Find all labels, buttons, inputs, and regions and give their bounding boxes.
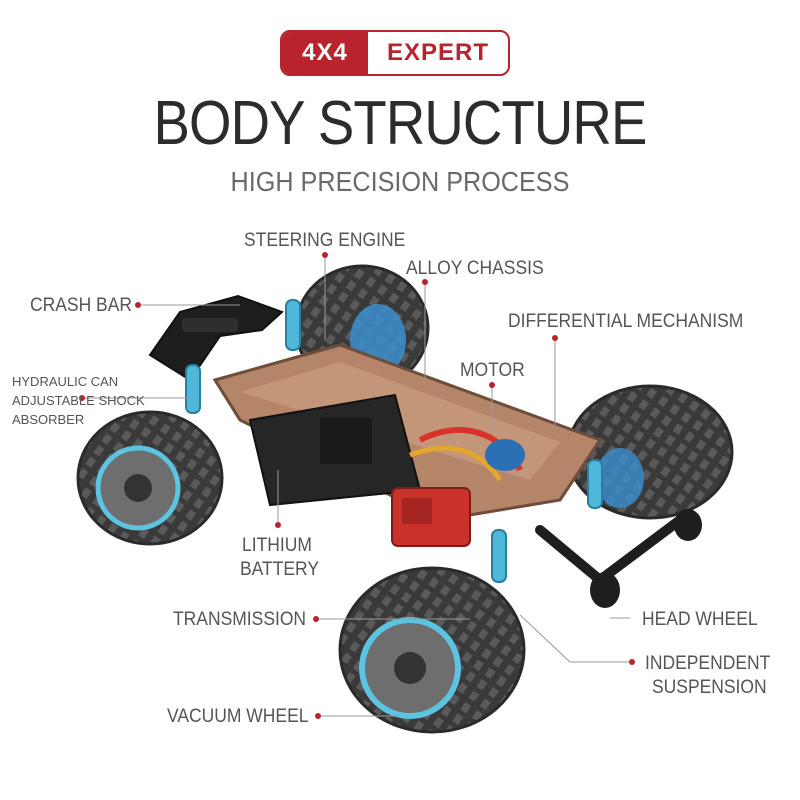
label-steering-engine: STEERING ENGINE <box>244 230 406 251</box>
motor-shape <box>409 427 525 482</box>
badge-expert: EXPERT <box>386 39 490 66</box>
label-crash-bar: CRASH BAR <box>30 295 132 316</box>
page-title: BODY STRUCTURE <box>153 89 648 158</box>
front-right-wheel <box>338 566 526 734</box>
esc-shape <box>391 487 471 547</box>
label-head-wheel: HEAD WHEEL <box>642 609 758 630</box>
badge-4x4: 4X4 <box>282 32 368 74</box>
front-left-wheel <box>76 410 224 546</box>
label-battery: BATTERY <box>240 559 320 580</box>
label-differential-mechanism: DIFFERENTIAL MECHANISM <box>508 311 744 332</box>
label-lithium: LITHIUM <box>242 535 312 556</box>
head-wheel-shape <box>535 509 702 608</box>
crash-bar-shape <box>148 294 284 382</box>
product-badge: 4X4 EXPERT <box>280 30 510 76</box>
label-transmission: TRANSMISSION <box>173 609 307 630</box>
label-independent: INDEPENDENT <box>645 653 771 674</box>
callout-lines <box>82 255 632 717</box>
rear-right-wheel <box>566 384 734 520</box>
label-alloy-chassis: ALLOY CHASSIS <box>406 258 544 279</box>
label-hydraulic-shock: HYDRAULIC CAN ADJUSTABLE SHOCK ABSORBER <box>12 374 145 427</box>
label-motor: MOTOR <box>460 360 525 381</box>
label-suspension: SUSPENSION <box>652 677 767 698</box>
page-subtitle: HIGH PRECISION PROCESS <box>230 166 570 197</box>
callout-dots <box>79 252 635 719</box>
label-vacuum-wheel: VACUUM WHEEL <box>167 706 309 727</box>
shock-absorbers <box>185 299 603 583</box>
